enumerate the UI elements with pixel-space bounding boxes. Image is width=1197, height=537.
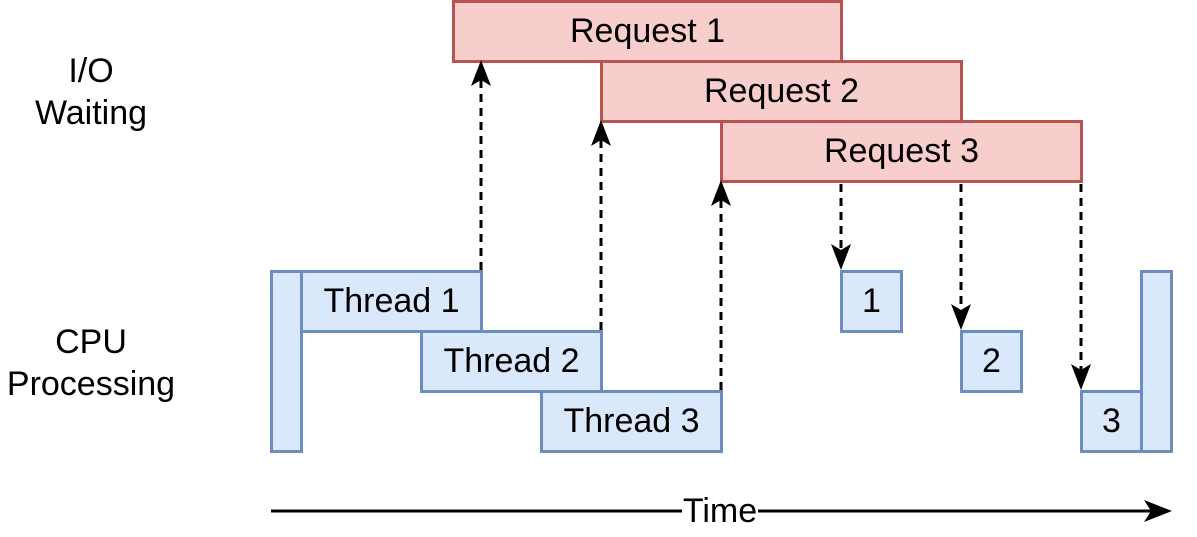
arrowhead-down-3 (1071, 364, 1091, 390)
request-1-label: Request 1 (570, 12, 725, 50)
downward-arrows (831, 184, 1091, 390)
arrowhead-down-2 (951, 304, 971, 330)
callback-2-label: 2 (982, 342, 1001, 380)
io-label-line2: Waiting (34, 94, 148, 132)
arrowhead-up-2 (591, 120, 611, 146)
cpu-label-line1: CPU (55, 323, 127, 361)
thread-2-box: Thread 2 (420, 330, 603, 393)
cpu-end-bar (1140, 270, 1173, 453)
callback-1-box: 1 (840, 270, 903, 333)
thread-3-label: Thread 3 (563, 402, 700, 440)
request-3-label: Request 3 (824, 132, 979, 170)
callback-3-label: 3 (1102, 402, 1121, 440)
request-3-box: Request 3 (720, 120, 1083, 183)
thread-3-box: Thread 3 (540, 390, 723, 453)
callback-3-box: 3 (1080, 390, 1143, 453)
callback-2-box: 2 (960, 330, 1023, 393)
cpu-processing-label: CPU Processing (0, 321, 182, 405)
callback-1-label: 1 (862, 282, 881, 320)
arrowhead-down-1 (831, 244, 851, 270)
arrowhead-up-1 (471, 60, 491, 86)
time-axis-arrowhead (1144, 500, 1172, 522)
cpu-label-line2: Processing (6, 365, 176, 403)
request-1-box: Request 1 (452, 0, 843, 63)
io-waiting-label: I/O Waiting (0, 50, 182, 134)
thread-1-box: Thread 1 (300, 270, 483, 333)
arrowhead-up-3 (711, 180, 731, 206)
request-2-label: Request 2 (704, 72, 859, 110)
thread-2-label: Thread 2 (443, 342, 580, 380)
io-label-line1: I/O (68, 52, 114, 90)
thread-1-label: Thread 1 (323, 282, 460, 320)
time-axis-label: Time (682, 490, 758, 532)
upward-arrows (471, 60, 731, 390)
cpu-start-bar (270, 270, 303, 453)
